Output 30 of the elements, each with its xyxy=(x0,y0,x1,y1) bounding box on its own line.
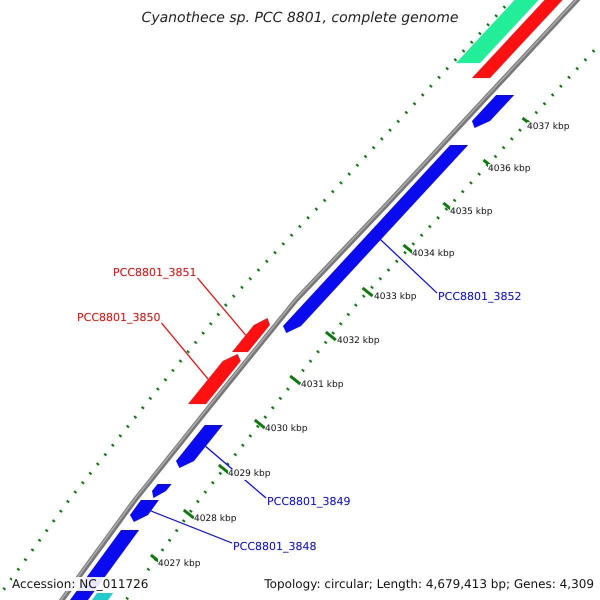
gene-feature xyxy=(472,95,515,128)
gene-feature xyxy=(92,593,114,600)
tick-label: 4030 kbp xyxy=(265,424,308,435)
gene-label: PCC8801_3850 xyxy=(77,312,160,323)
gene-label: PCC8801_3851 xyxy=(113,267,196,278)
gene-label: PCC8801_3852 xyxy=(438,291,522,302)
gene-label: PCC8801_3848 xyxy=(233,541,316,552)
tick-label: 4036 kbp xyxy=(488,164,530,175)
tick-label: 4028 kbp xyxy=(194,514,236,525)
tick-label: 4031 kbp xyxy=(301,380,344,391)
tick-label: 4027 kbp xyxy=(158,559,200,570)
leader-line xyxy=(161,322,208,380)
title: Cyanothece sp. PCC 8801, complete genome xyxy=(140,11,460,25)
leader-line xyxy=(197,278,246,336)
gene-label: PCC8801_3849 xyxy=(267,496,350,507)
tick-label: 4037 kbp xyxy=(527,122,570,133)
tick-label: 4032 kbp xyxy=(337,336,380,347)
gene-feature xyxy=(176,425,223,468)
accession-text: Accession: NC_011726 xyxy=(12,577,148,591)
gene-feature xyxy=(188,354,241,404)
tick-label: 4034 kbp xyxy=(412,249,454,260)
gene-feature xyxy=(130,500,159,522)
leader-line xyxy=(379,238,438,294)
gene-feature xyxy=(152,484,172,498)
leader-line xyxy=(150,510,232,544)
genome-info-text: Topology: circular; Length: 4,679,413 bp; Genes: 4,309 xyxy=(264,577,594,591)
tick-label: 4035 kbp xyxy=(450,207,492,218)
gene-feature xyxy=(232,318,270,352)
tick-label: 4029 kbp xyxy=(228,469,270,480)
tick-label: 4033 kbp xyxy=(374,292,416,303)
